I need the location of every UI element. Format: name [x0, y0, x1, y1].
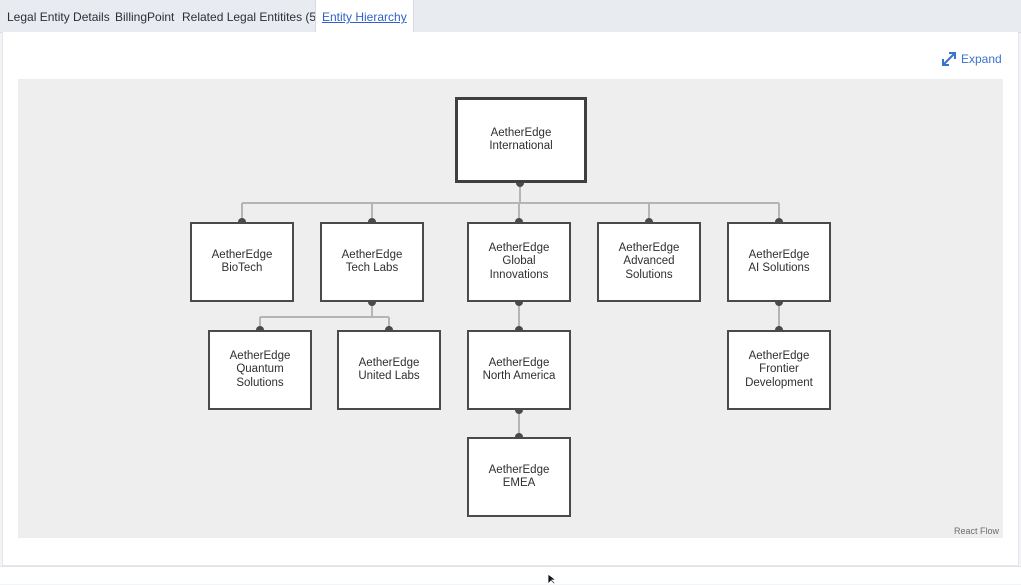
tab-billingpoint[interactable]: BillingPoint [115, 10, 175, 24]
tab-legal-entity-details[interactable]: Legal Entity Details [7, 10, 110, 24]
footer-strip [0, 566, 1021, 584]
node-aetheredge-international[interactable]: AetherEdge International [455, 97, 587, 183]
node-aetheredge-quantum-solutions[interactable]: AetherEdge Quantum Solutions [208, 330, 312, 410]
mouse-cursor-icon [547, 573, 558, 585]
node-label: AetherEdge International [489, 126, 553, 153]
node-label: AetherEdge United Labs [358, 356, 420, 383]
node-label: AetherEdge Frontier Development [745, 349, 813, 389]
expand-button[interactable]: Expand [940, 49, 1002, 69]
hierarchy-canvas[interactable]: AetherEdge International AetherEdge BioT… [18, 79, 1003, 538]
node-label: AetherEdge AI Solutions [748, 248, 810, 275]
node-label: AetherEdge EMEA [488, 463, 550, 490]
node-label: AetherEdge Quantum Solutions [229, 349, 291, 389]
tab-bar: Legal Entity Details BillingPoint Relate… [0, 0, 1021, 33]
tab-entity-hierarchy[interactable]: Entity Hierarchy [315, 0, 414, 33]
node-label: AetherEdge North America [482, 356, 556, 383]
node-aetheredge-biotech[interactable]: AetherEdge BioTech [190, 222, 294, 302]
node-aetheredge-ai-solutions[interactable]: AetherEdge AI Solutions [727, 222, 831, 302]
expand-label: Expand [961, 52, 1002, 66]
node-aetheredge-north-america[interactable]: AetherEdge North America [467, 330, 571, 410]
node-label: AetherEdge BioTech [211, 248, 273, 275]
node-aetheredge-advanced-solutions[interactable]: AetherEdge Advanced Solutions [597, 222, 701, 302]
expand-icon [942, 52, 956, 66]
node-label: AetherEdge Global Innovations [488, 241, 550, 281]
node-aetheredge-frontier-development[interactable]: AetherEdge Frontier Development [727, 330, 831, 410]
tab-related-legal-entities[interactable]: Related Legal Entitites (5) [182, 10, 321, 24]
react-flow-attribution[interactable]: React Flow [953, 526, 999, 536]
node-aetheredge-united-labs[interactable]: AetherEdge United Labs [337, 330, 441, 410]
node-label: AetherEdge Advanced Solutions [618, 241, 680, 281]
node-aetheredge-emea[interactable]: AetherEdge EMEA [467, 437, 571, 517]
node-aetheredge-tech-labs[interactable]: AetherEdge Tech Labs [320, 222, 424, 302]
node-aetheredge-global-innovations[interactable]: AetherEdge Global Innovations [467, 222, 571, 302]
node-label: AetherEdge Tech Labs [341, 248, 403, 275]
